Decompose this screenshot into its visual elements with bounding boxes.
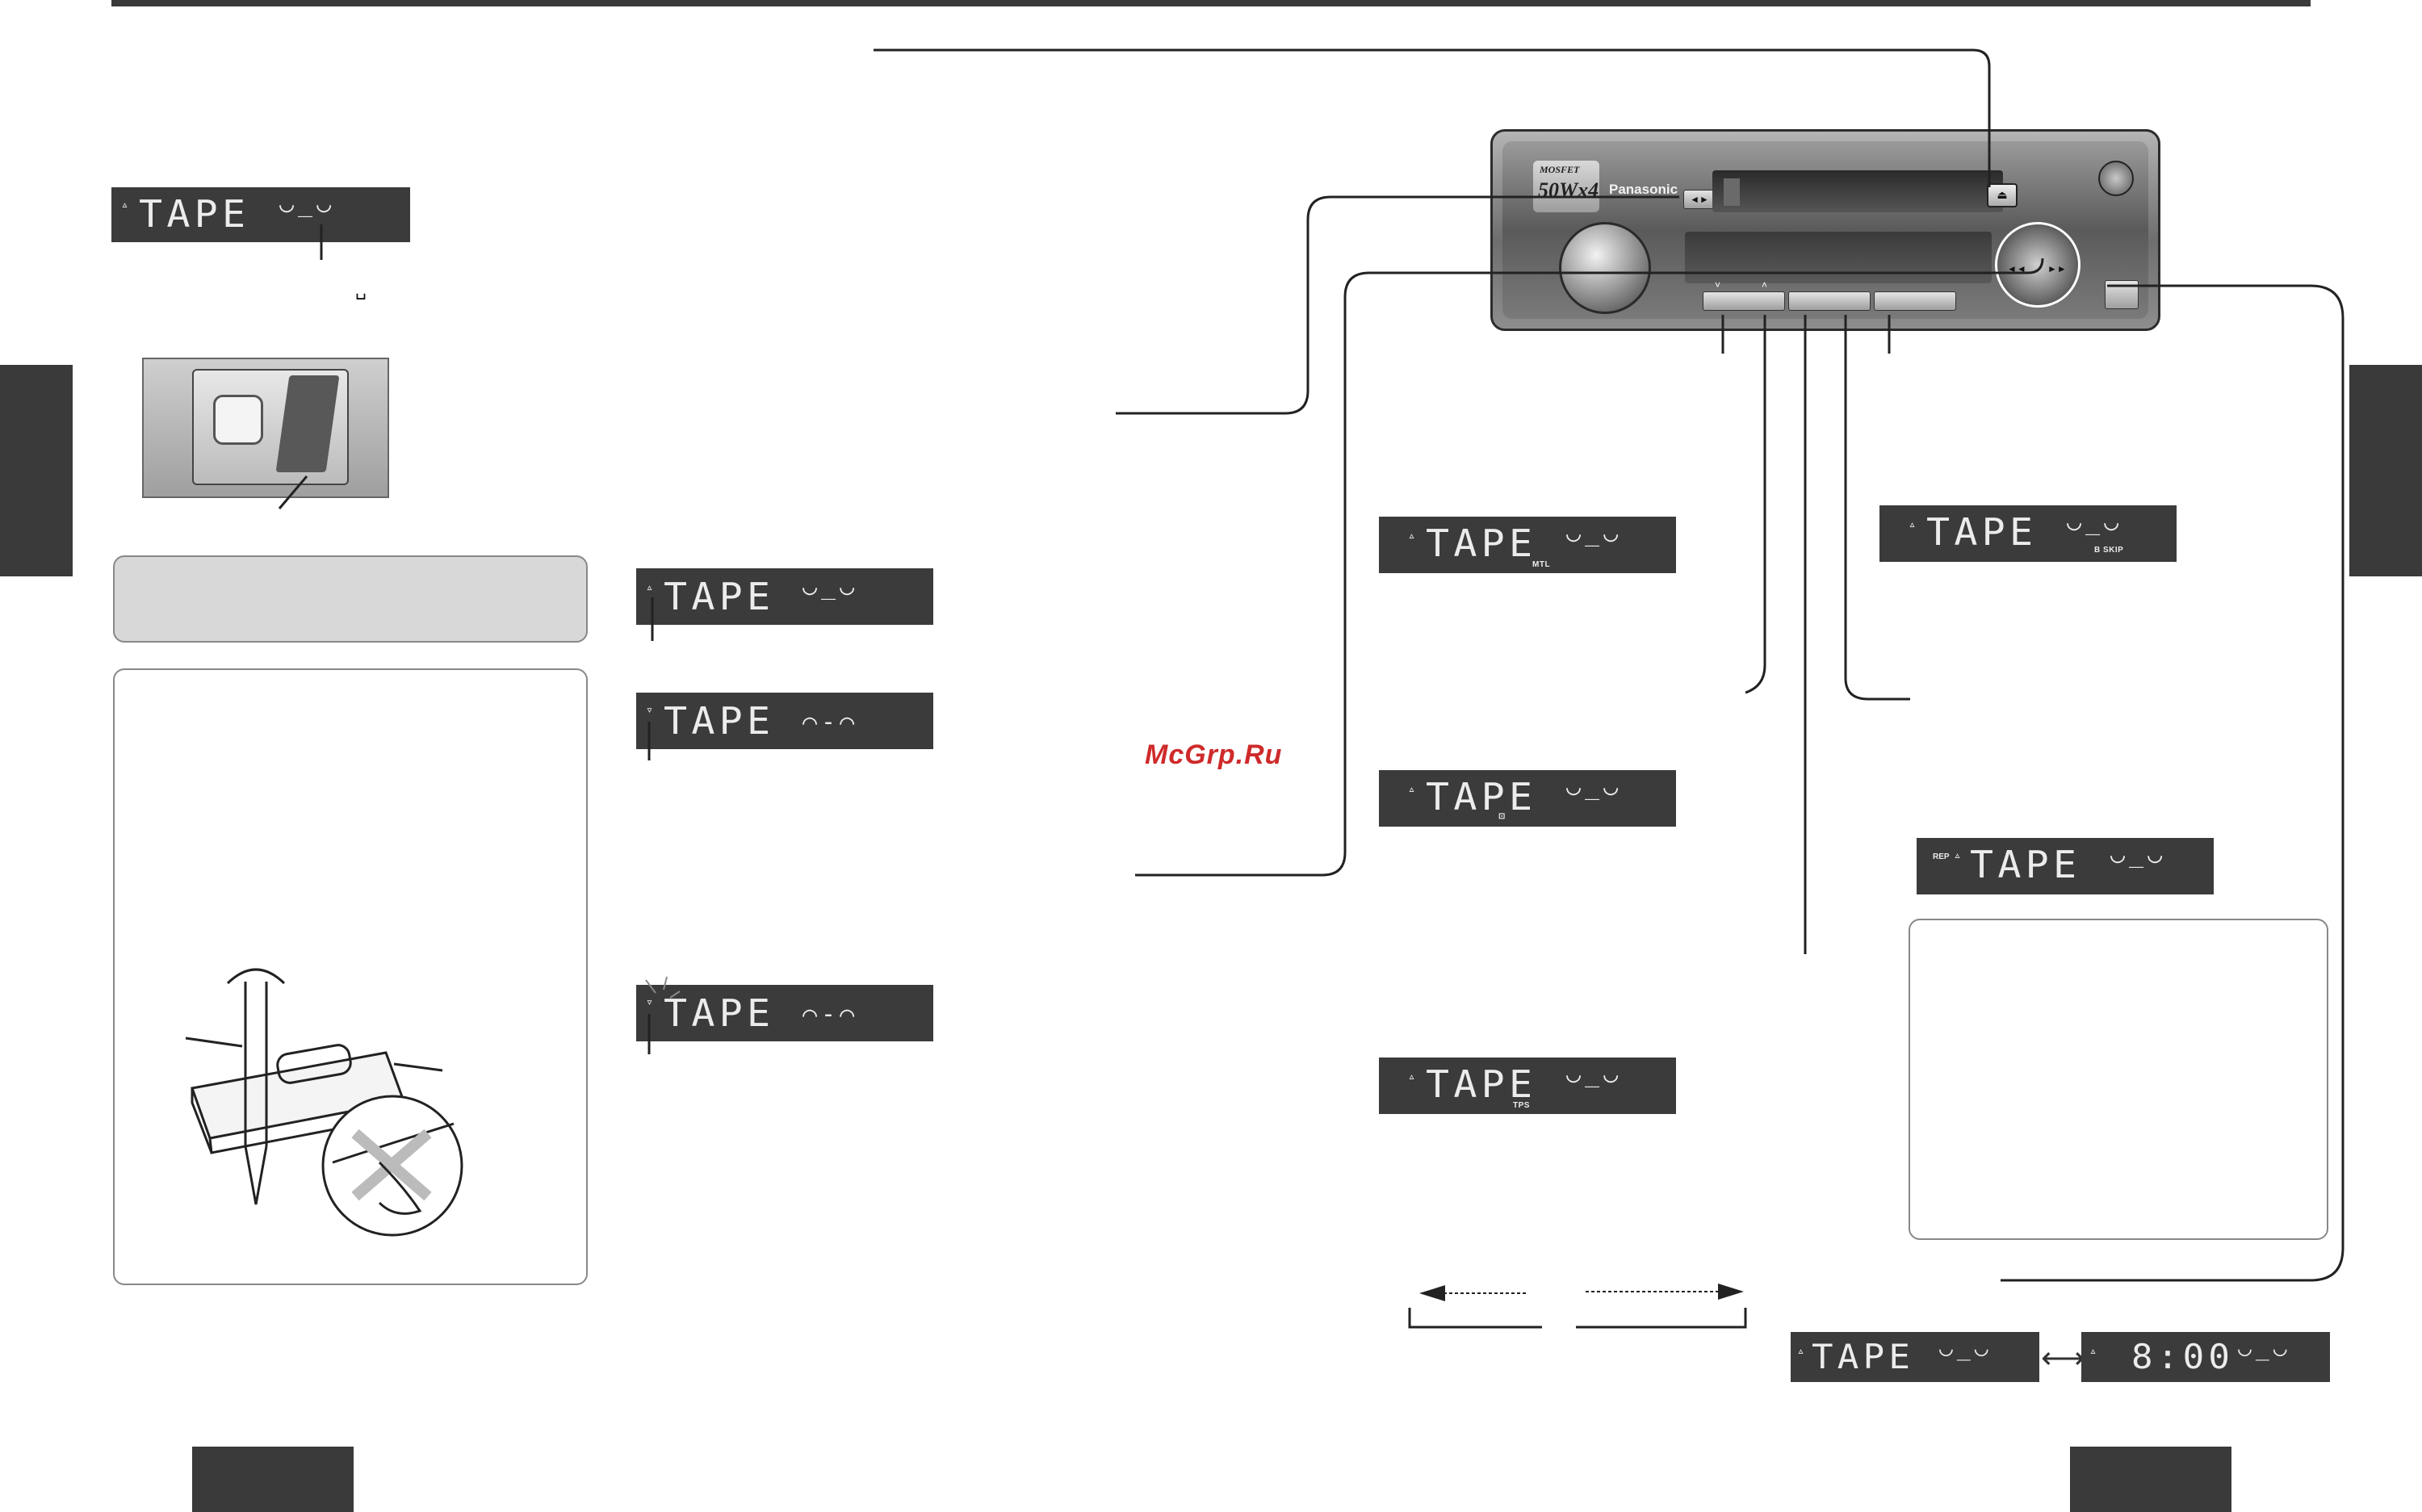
direction-indicator-icon: ▵ [1797,1343,1805,1358]
callout-eject [874,48,1991,187]
cassette-slot [1712,170,2003,212]
display-main-text: TAPE [664,991,775,1035]
display-clock-tape: ▵ TAPE ◡_◡ [1791,1332,2039,1382]
display-tape-left: ▵ TAPE ◡_◡ [111,187,410,242]
callout-direction [1135,258,2044,877]
display-track-text: ◡_◡ [1566,519,1623,547]
blink-ray-1 [645,979,656,994]
display-main-text: TAPE [1426,1062,1537,1106]
panel-face: MOSFET 50Wx4 Panasonic ◄► ⏏ ◄◄ ►► ˅ ˄ [1502,141,2148,319]
radio-front-panel: MOSFET 50Wx4 Panasonic ◄► ⏏ ◄◄ ►► ˅ ˄ [1490,129,2160,331]
display-track-text: ⌒-⌒ [802,708,859,736]
bskip-indicator: B SKIP [2094,546,2124,555]
note-box [113,555,588,643]
seek-pad[interactable]: ◄◄ ►► [1995,222,2080,308]
display-tape-blink: ▿ TAPE ⌒-⌒ [636,985,933,1041]
blink-ray-2 [663,976,668,991]
cassette-insert-illustration [142,358,389,498]
display-tape-forward: ▵ TAPE ◡_◡ [636,568,933,625]
display-main-text: TAPE [139,192,250,236]
info-box-right [1909,919,2328,1240]
right-side-tab [2349,365,2422,576]
display-tape-bskip: ▵ TAPE ◡_◡ B SKIP [1879,505,2177,562]
callout-preset-2 [1745,315,1766,694]
preset-button-3[interactable] [1874,291,1956,311]
display-track-text: ◡_◡ [2110,840,2167,869]
up-arrow-icon: ˄ [1762,279,1768,291]
display-tape-repeat: REP ▵ TAPE ◡_◡ [1917,838,2214,894]
display-track-text: ◡_◡ [2067,508,2123,536]
pencil-cassette-drawing [185,968,463,1237]
display-track-text: ◡_◡ [2238,1334,2291,1361]
direction-indicator-icon: ▿ [646,702,654,717]
page-number-tab-left [192,1447,354,1512]
arrow-left-head [1419,1285,1445,1301]
direction-indicator-icon: ▵ [1408,1069,1416,1083]
watermark: McGrp.Ru [1145,739,1283,770]
program-arrows-icon: ◄► [1690,194,1709,205]
direction-indicator-icon: ▵ [1954,848,1962,862]
display-main-text: TAPE [664,699,775,743]
seek-forward-icon: ►► [2047,263,2067,274]
program-button[interactable]: ◄► [1683,190,1716,209]
display-tape-reverse: ▿ TAPE ⌒-⌒ [636,693,933,749]
eject-button[interactable]: ⏏ [1987,183,2018,207]
display-track-text: ⌒-⌒ [802,1000,859,1028]
preset-button-2[interactable] [1788,291,1871,311]
display-main-text: TAPE [1812,1337,1915,1376]
display-track-text: ◡_◡ [1939,1334,1992,1361]
top-rule [111,0,2311,6]
display-main-text: TAPE [1926,510,2038,554]
slot-door [1724,178,1740,206]
nr-indicator-icon: ⊡ [1498,812,1506,821]
display-main-text: TAPE [1426,521,1537,565]
left-side-tab [0,365,73,576]
display-track-text: ◡_◡ [802,572,859,601]
display-main-text: TAPE [664,575,775,618]
direction-indicator-icon: ▵ [2089,1343,2097,1358]
preset-button-1[interactable]: ˅ ˄ [1703,279,1785,311]
eject-icon: ⏏ [1997,188,2008,201]
callout-clock [2001,284,2344,1282]
blink-ray-3 [669,991,681,999]
tps-indicator: TPS [1513,1101,1530,1110]
direction-indicator-icon: ▵ [1408,781,1416,796]
display-window [1685,232,1992,283]
direction-indicator-icon: ▿ [646,995,654,1009]
callout-preset-4 [1844,315,1910,701]
direction-indicator-icon: ▵ [121,197,129,212]
display-main-text: TAPE [1426,775,1537,819]
repeat-indicator: REP [1933,852,1950,861]
bracket-right [1576,1308,1747,1329]
direction-indicator-icon: ▵ [1408,528,1416,542]
display-track-text: ◡_◡ [1566,773,1623,801]
display-clock-time: ▵ 8:00 ◡_◡ [2081,1332,2330,1382]
display-tape-tps: ▵ TAPE ◡_◡ TPS [1379,1058,1676,1114]
callout-program [1116,195,1679,415]
track-mark-icon: ␣ [355,279,367,299]
power-knob[interactable] [2098,161,2134,196]
arrow-right-head [1718,1284,1744,1300]
display-track-text: ◡_◡ [1566,1060,1623,1088]
mtl-indicator: MTL [1532,560,1551,569]
direction-indicator-icon: ▵ [646,580,654,594]
down-arrow-icon: ˅ [1715,279,1721,291]
badge-line-1: MOSFET [1540,164,1580,175]
display-tape-mtl: ▵ TAPE ◡_◡ MTL [1379,517,1676,573]
clock-time-text: 8:00 [2131,1337,2235,1376]
display-track-text: ◡_◡ [279,190,336,218]
page-number-tab-right [2070,1447,2231,1512]
direction-indicator-icon: ▵ [1909,517,1917,531]
display-main-text: TAPE [1970,843,2081,886]
cassette-window [213,395,263,445]
bracket-left [1408,1308,1542,1329]
display-tape-nr: ▵ TAPE ◡_◡ ⊡ [1379,770,1676,827]
volume-knob[interactable] [1559,222,1651,314]
swap-arrow-icon: ⟷ [2041,1342,2085,1376]
cassette-illustration [192,369,349,485]
brand-logo: Panasonic [1609,182,1678,197]
callout-cassette [278,475,308,509]
